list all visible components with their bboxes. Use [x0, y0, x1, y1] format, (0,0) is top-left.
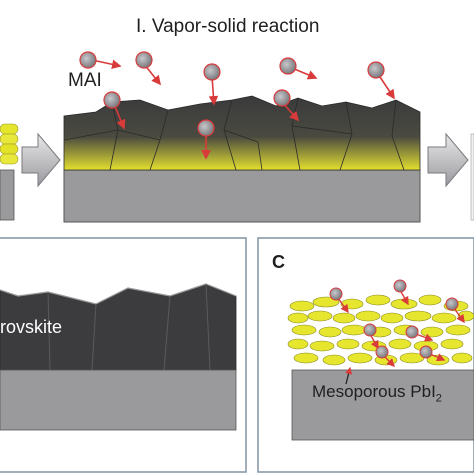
mesoporous-pbi2-label-subscript: 2	[435, 392, 442, 405]
mai-molecule	[329, 287, 349, 314]
grain-boundaries	[63, 97, 405, 171]
left-partial-film	[0, 123, 19, 221]
mai-molecule	[103, 91, 126, 130]
process-arrow-left	[21, 132, 61, 188]
top-panel	[0, 51, 474, 223]
bottom-left-substrate	[0, 369, 237, 431]
mai-molecule	[375, 345, 395, 367]
perovskite-label: rovskite	[0, 317, 63, 337]
top-panel-title: I. Vapor-solid reaction	[136, 16, 320, 37]
bottom-right-substrate	[291, 369, 474, 441]
mai-molecule	[197, 119, 215, 160]
pore-pointer-arrow	[345, 366, 353, 385]
mai-molecule	[393, 279, 409, 306]
panel-c-label: C	[272, 252, 285, 272]
mai-label: MAI	[68, 70, 102, 91]
perovskite-grain-boundaries	[0, 283, 237, 371]
mai-molecules-c	[329, 279, 465, 367]
mesoporous-pbi2-label: Mesoporous PbI2	[312, 382, 442, 404]
mai-molecule	[203, 63, 221, 106]
right-partial-film	[470, 133, 474, 221]
top-substrate	[63, 169, 421, 223]
mai-molecule	[445, 297, 465, 324]
mai-molecule	[79, 51, 122, 70]
mai-molecule	[367, 61, 395, 100]
mai-molecule	[135, 51, 161, 86]
mai-molecule	[419, 345, 446, 362]
mai-molecules-top	[79, 51, 395, 160]
bottom-right-panel	[257, 237, 474, 473]
process-arrow-right	[427, 132, 469, 188]
mai-molecule	[405, 325, 434, 342]
mai-molecule	[363, 323, 379, 350]
mai-molecule	[279, 57, 318, 80]
mesoporous-pbi2-label-main: Mesoporous PbI	[312, 382, 436, 401]
bottom-left-panel	[0, 237, 247, 473]
mai-molecule	[273, 89, 300, 122]
